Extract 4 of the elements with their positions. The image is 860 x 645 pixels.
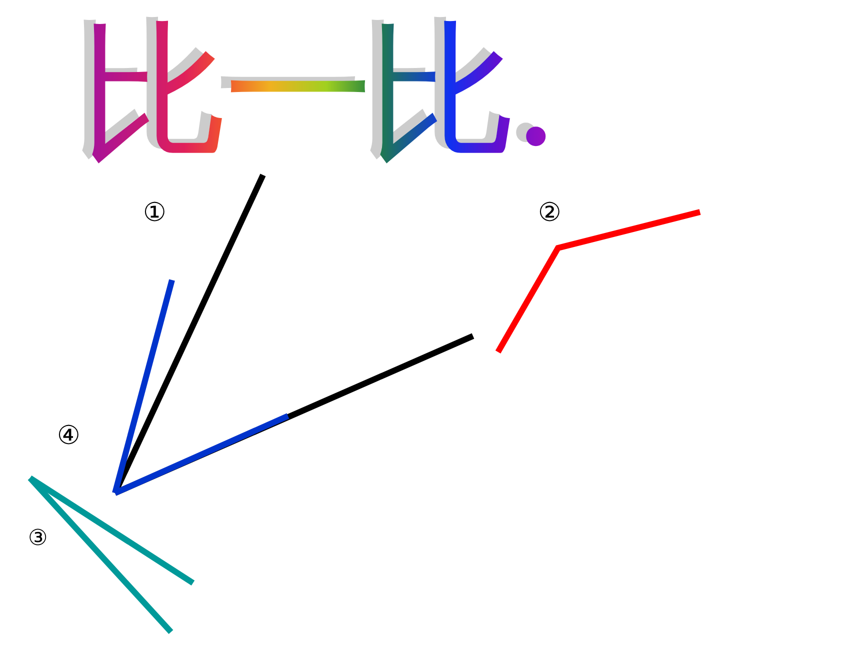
angle-number: ④ (57, 423, 80, 449)
angle-number: ③ (28, 528, 48, 550)
angle-number: ① (143, 200, 166, 226)
angle-number: ② (538, 200, 562, 226)
